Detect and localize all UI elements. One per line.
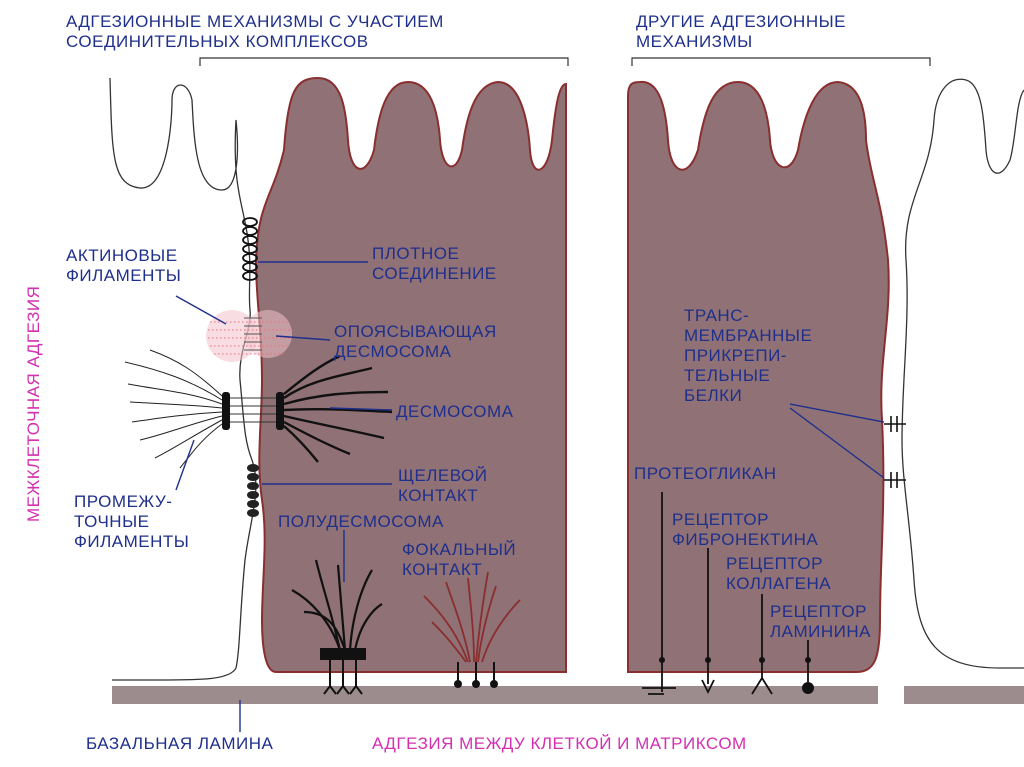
belt-desmosome bbox=[206, 310, 292, 362]
tight-junction-label: ПЛОТНОЕ СОЕДИНЕНИЕ bbox=[372, 244, 497, 283]
right-epithelial-cell bbox=[627, 80, 890, 673]
desmosome-label: ДЕСМОСОМА bbox=[396, 402, 514, 421]
transmembrane-attachment-proteins bbox=[884, 416, 906, 488]
laminin-receptor-label: РЕЦЕПТОР ЛАМИНИНА bbox=[770, 602, 871, 641]
other-mechanisms-header: ДРУГИЕ АДГЕЗИОННЫЕ МЕХАНИЗМЫ bbox=[636, 12, 847, 51]
focal-contact-label: ФОКАЛЬНЫЙ КОНТАКТ bbox=[402, 540, 517, 579]
focal-contact bbox=[423, 571, 521, 688]
fibronectin-receptor-arrow bbox=[701, 679, 715, 695]
basal-lamina-gap bbox=[878, 684, 904, 706]
right-neighbor-cell-base bbox=[913, 579, 1024, 669]
hemidesmosome-label: ПОЛУДЕСМОСОМА bbox=[278, 512, 444, 531]
leader-transmembrane-upper bbox=[789, 403, 885, 423]
actin-filaments-label: АКТИНОВЫЕ ФИЛАМЕНТЫ bbox=[66, 246, 182, 285]
leader-actin-filaments bbox=[175, 295, 227, 325]
basal-lamina-label: БАЗАЛЬНАЯ ЛАМИНА bbox=[86, 734, 274, 753]
leader-intermediate-filaments bbox=[175, 439, 195, 491]
collagen-receptor-label: РЕЦЕПТОР КОЛЛАГЕНА bbox=[726, 554, 832, 593]
tight-junction bbox=[242, 217, 258, 281]
other-header-bracket bbox=[631, 57, 931, 66]
intermediate-filaments-label: ПРОМЕЖУ- ТОЧНЫЕ ФИЛАМЕНТЫ bbox=[74, 492, 190, 551]
proteoglycan-anchor bbox=[642, 687, 676, 695]
intercellular-adhesion-label: МЕЖКЛЕТОЧНАЯ АДГЕЗИЯ bbox=[24, 285, 43, 522]
leader-transmembrane-lower bbox=[789, 407, 885, 479]
fibronectin-receptor-label: РЕЦЕПТОР ФИБРОНЕКТИНА bbox=[672, 510, 819, 549]
belt-desmosome-label: ОПОЯСЫВАЮЩАЯ ДЕСМОСОМА bbox=[334, 322, 497, 361]
desmosome-left-filaments bbox=[124, 349, 223, 469]
collagen-receptor-fork bbox=[751, 677, 773, 695]
right-neighbor-cell-outline bbox=[901, 78, 1024, 581]
junctional-mechanisms-header: АДГЕЗИОННЫЕ МЕХАНИЗМЫ С УЧАСТИЕМ СОЕДИНИ… bbox=[66, 12, 444, 51]
receptor-membrane-dots bbox=[659, 657, 811, 663]
desmosome-right-filaments bbox=[283, 354, 393, 463]
transmembrane-proteins-label: ТРАНС- МЕМБРАННЫЕ ПРИКРЕПИ- ТЕЛЬНЫЕ БЕЛК… bbox=[684, 306, 813, 405]
desmosome bbox=[124, 349, 393, 469]
junctional-header-bracket bbox=[199, 57, 569, 66]
leader-belt-desmosome bbox=[275, 335, 331, 341]
gap-junction-label: ЩЕЛЕВОЙ КОНТАКТ bbox=[398, 466, 488, 505]
cell-matrix-adhesion-label: АДГЕЗИЯ МЕЖДУ КЛЕТКОЙ И МАТРИКСОМ bbox=[372, 734, 747, 753]
leader-lines bbox=[175, 261, 885, 732]
central-epithelial-cell bbox=[254, 76, 567, 673]
gap-junction bbox=[247, 464, 259, 517]
leader-desmosome bbox=[329, 407, 393, 411]
laminin-receptor-head bbox=[802, 682, 814, 694]
proteoglycan-label: ПРОТЕОГЛИКАН bbox=[634, 464, 777, 483]
left-neighbor-cell-outline bbox=[109, 77, 257, 681]
hemidesmosome bbox=[291, 559, 383, 695]
